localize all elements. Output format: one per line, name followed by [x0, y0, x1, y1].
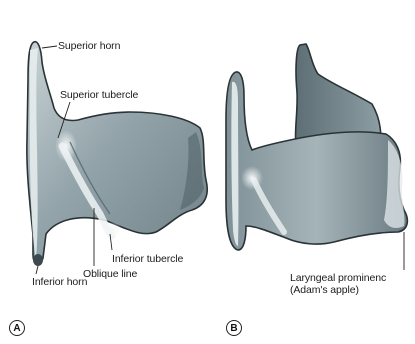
label-inferior-tubercle: Inferior tubercle	[112, 253, 183, 265]
leader-superior-horn	[42, 46, 57, 48]
inferior-tubercle-a	[102, 222, 122, 238]
panel-a-marker: A	[9, 320, 25, 336]
label-adams-apple: (Adam's apple)	[290, 284, 359, 296]
panel-a-cartilage	[27, 42, 207, 266]
label-oblique-line: Oblique line	[83, 268, 137, 280]
leader-inferior-horn	[36, 266, 38, 274]
label-superior-horn: Superior horn	[58, 40, 120, 52]
label-superior-tubercle: Superior tubercle	[60, 89, 138, 101]
far-lamina-b	[295, 44, 380, 146]
label-laryngeal-prominence: Laryngeal prominenc	[290, 272, 386, 284]
panel-b-marker: B	[226, 320, 242, 336]
label-inferior-horn: Inferior horn	[32, 276, 87, 288]
panel-b-cartilage	[226, 44, 407, 250]
inferior-horn-tip-a	[33, 254, 43, 266]
